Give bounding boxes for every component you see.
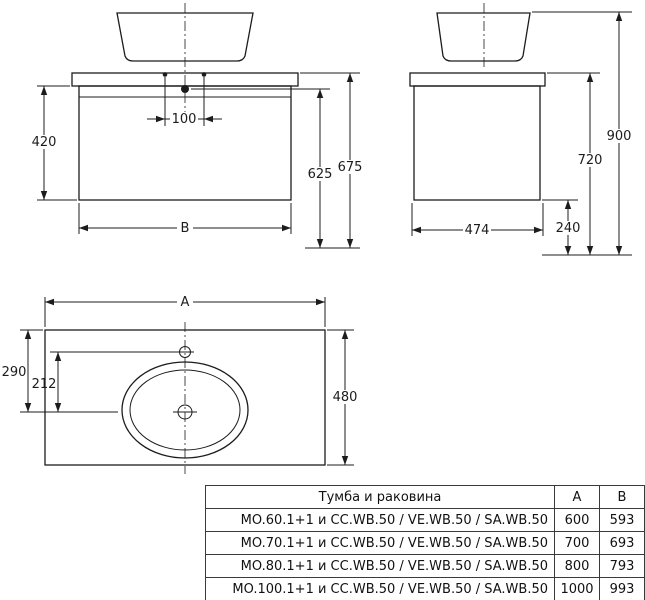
- model-name: MO.100.1+1 и CC.WB.50 / VE.WB.50 / SA.WB…: [205, 577, 555, 600]
- dim-height-720: 720: [547, 72, 604, 255]
- dim-height-900: 900: [532, 11, 633, 255]
- dim-label-720: 720: [578, 153, 603, 168]
- dim-clearance-240: 240: [542, 199, 632, 256]
- top-view: A 290 212 480: [2, 295, 359, 474]
- size-table-header-b: B: [599, 485, 645, 509]
- dim-cabinet-height-420: 420: [31, 85, 77, 201]
- size-table-header-name: Тумба и раковина: [205, 485, 555, 509]
- size-table: Тумба и раковина A B MO.60.1+1 и CC.WB.5…: [205, 485, 645, 600]
- dim-label-100: 100: [172, 112, 197, 127]
- mount-hole-left: [162, 72, 168, 77]
- dim-label-240: 240: [556, 221, 581, 236]
- dim-drain-offset-290: 290: [2, 329, 118, 413]
- size-table-row: MO.60.1+1 и CC.WB.50 / VE.WB.50 / SA.WB.…: [205, 508, 645, 532]
- dim-faucet-height-625: 625: [191, 88, 334, 248]
- dim-countertop-height-675: 675: [300, 72, 364, 249]
- value-a: 800: [554, 554, 600, 578]
- model-name: MO.70.1+1 и CC.WB.50 / VE.WB.50 / SA.WB.…: [205, 531, 555, 555]
- dim-hole-spacing-100: 100: [147, 77, 222, 127]
- dim-label-625: 625: [308, 167, 333, 182]
- dim-label-A: A: [181, 295, 190, 310]
- vessel-sink-side: [436, 12, 531, 62]
- cabinet-side: [413, 85, 541, 201]
- front-view: 420 100 625 67: [31, 3, 364, 249]
- value-a: 700: [554, 531, 600, 555]
- dim-label-290: 290: [2, 365, 27, 380]
- basin-outer-rim: [121, 361, 249, 459]
- dim-faucet-drain-212: 212: [32, 351, 177, 412]
- size-table-row: MO.80.1+1 и CC.WB.50 / VE.WB.50 / SA.WB.…: [205, 554, 645, 578]
- vessel-sink-front: [116, 12, 254, 62]
- size-table-header-a: A: [554, 485, 600, 509]
- size-table-row: MO.100.1+1 и CC.WB.50 / VE.WB.50 / SA.WB…: [205, 577, 645, 600]
- size-table-row: MO.70.1+1 и CC.WB.50 / VE.WB.50 / SA.WB.…: [205, 531, 645, 555]
- basin-inner-rim: [129, 369, 241, 451]
- dim-label-420: 420: [32, 135, 57, 150]
- model-name: MO.60.1+1 и CC.WB.50 / VE.WB.50 / SA.WB.…: [205, 508, 555, 532]
- value-b: 793: [599, 554, 645, 578]
- value-a: 1000: [554, 577, 600, 600]
- dim-label-675: 675: [338, 160, 363, 175]
- size-table-header-row: Тумба и раковина A B: [205, 485, 645, 509]
- dim-label-474: 474: [465, 223, 490, 238]
- faucet-hole-front: [181, 85, 189, 93]
- value-b: 593: [599, 508, 645, 532]
- dim-width-A: A: [44, 295, 326, 327]
- dim-depth-480: 480: [327, 329, 359, 466]
- value-b: 693: [599, 531, 645, 555]
- dim-label-B: B: [181, 221, 190, 236]
- dim-label-212: 212: [32, 377, 57, 392]
- model-name: MO.80.1+1 и CC.WB.50 / VE.WB.50 / SA.WB.…: [205, 554, 555, 578]
- dim-label-900: 900: [607, 129, 632, 144]
- cabinet-front: [78, 85, 292, 201]
- value-b: 993: [599, 577, 645, 600]
- side-view: 474 240 720 900: [409, 3, 633, 256]
- mount-hole-right: [201, 72, 207, 77]
- countertop-plan: [44, 329, 326, 466]
- dim-depth-474: 474: [411, 203, 544, 238]
- dim-label-480: 480: [333, 390, 358, 405]
- countertop-side: [409, 72, 546, 87]
- dim-width-B: B: [78, 203, 292, 236]
- value-a: 600: [554, 508, 600, 532]
